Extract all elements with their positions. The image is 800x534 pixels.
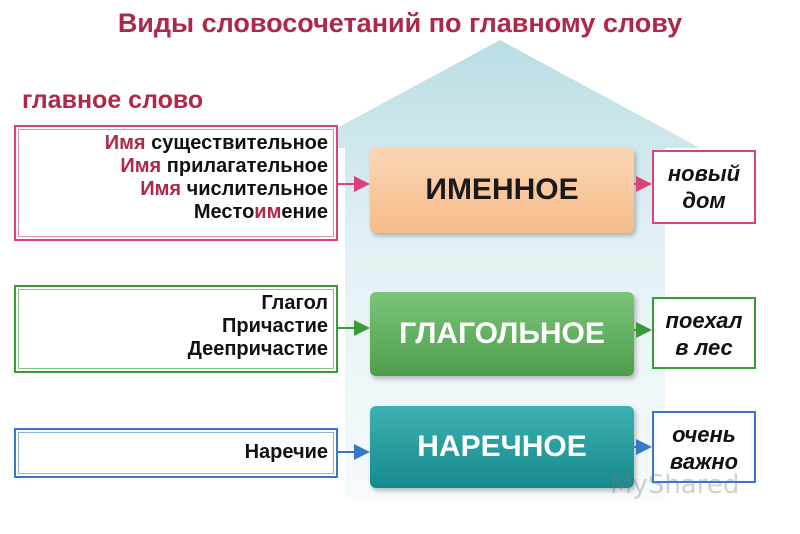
nominal-example-box: новый дом	[652, 150, 756, 224]
adverbial-type-box: НАРЕЧНОЕ	[370, 406, 634, 488]
main-word-label: главное слово	[22, 86, 204, 114]
head-word-line: Имя прилагательное	[120, 155, 328, 177]
nominal-head-words-box: Имя существительное Имя прилагательное И…	[14, 125, 338, 241]
diagram-title: Виды словосочетаний по главному слову	[117, 8, 683, 38]
example-word: новый	[667, 161, 741, 186]
verbal-example-box: поехал в лес	[652, 297, 756, 369]
example-word: в лес	[675, 335, 733, 360]
example-word: дом	[682, 188, 726, 213]
head-word-line: Местоимение	[193, 201, 328, 223]
head-word-line: Деепричастие	[187, 338, 328, 360]
example-word: очень	[672, 422, 736, 447]
head-word-line: Глагол	[261, 292, 328, 314]
head-word-line: Наречие	[244, 441, 328, 463]
nominal-type-box: ИМЕННОЕ	[370, 147, 634, 233]
example-word: важно	[669, 449, 739, 474]
adverbial-example-box: очень важно	[652, 411, 756, 483]
adverbial-head-words-box: Наречие	[14, 428, 338, 478]
verbal-type-box: ГЛАГОЛЬНОЕ	[370, 292, 634, 376]
watermark: MyShared	[610, 470, 740, 500]
verbal-head-words-box: Глагол Причастие Деепричастие	[14, 285, 338, 373]
head-word-line: Причастие	[222, 315, 328, 337]
head-word-line: Имя существительное	[104, 132, 328, 154]
example-word: поехал	[665, 308, 743, 333]
head-word-line: Имя числительное	[140, 178, 328, 200]
